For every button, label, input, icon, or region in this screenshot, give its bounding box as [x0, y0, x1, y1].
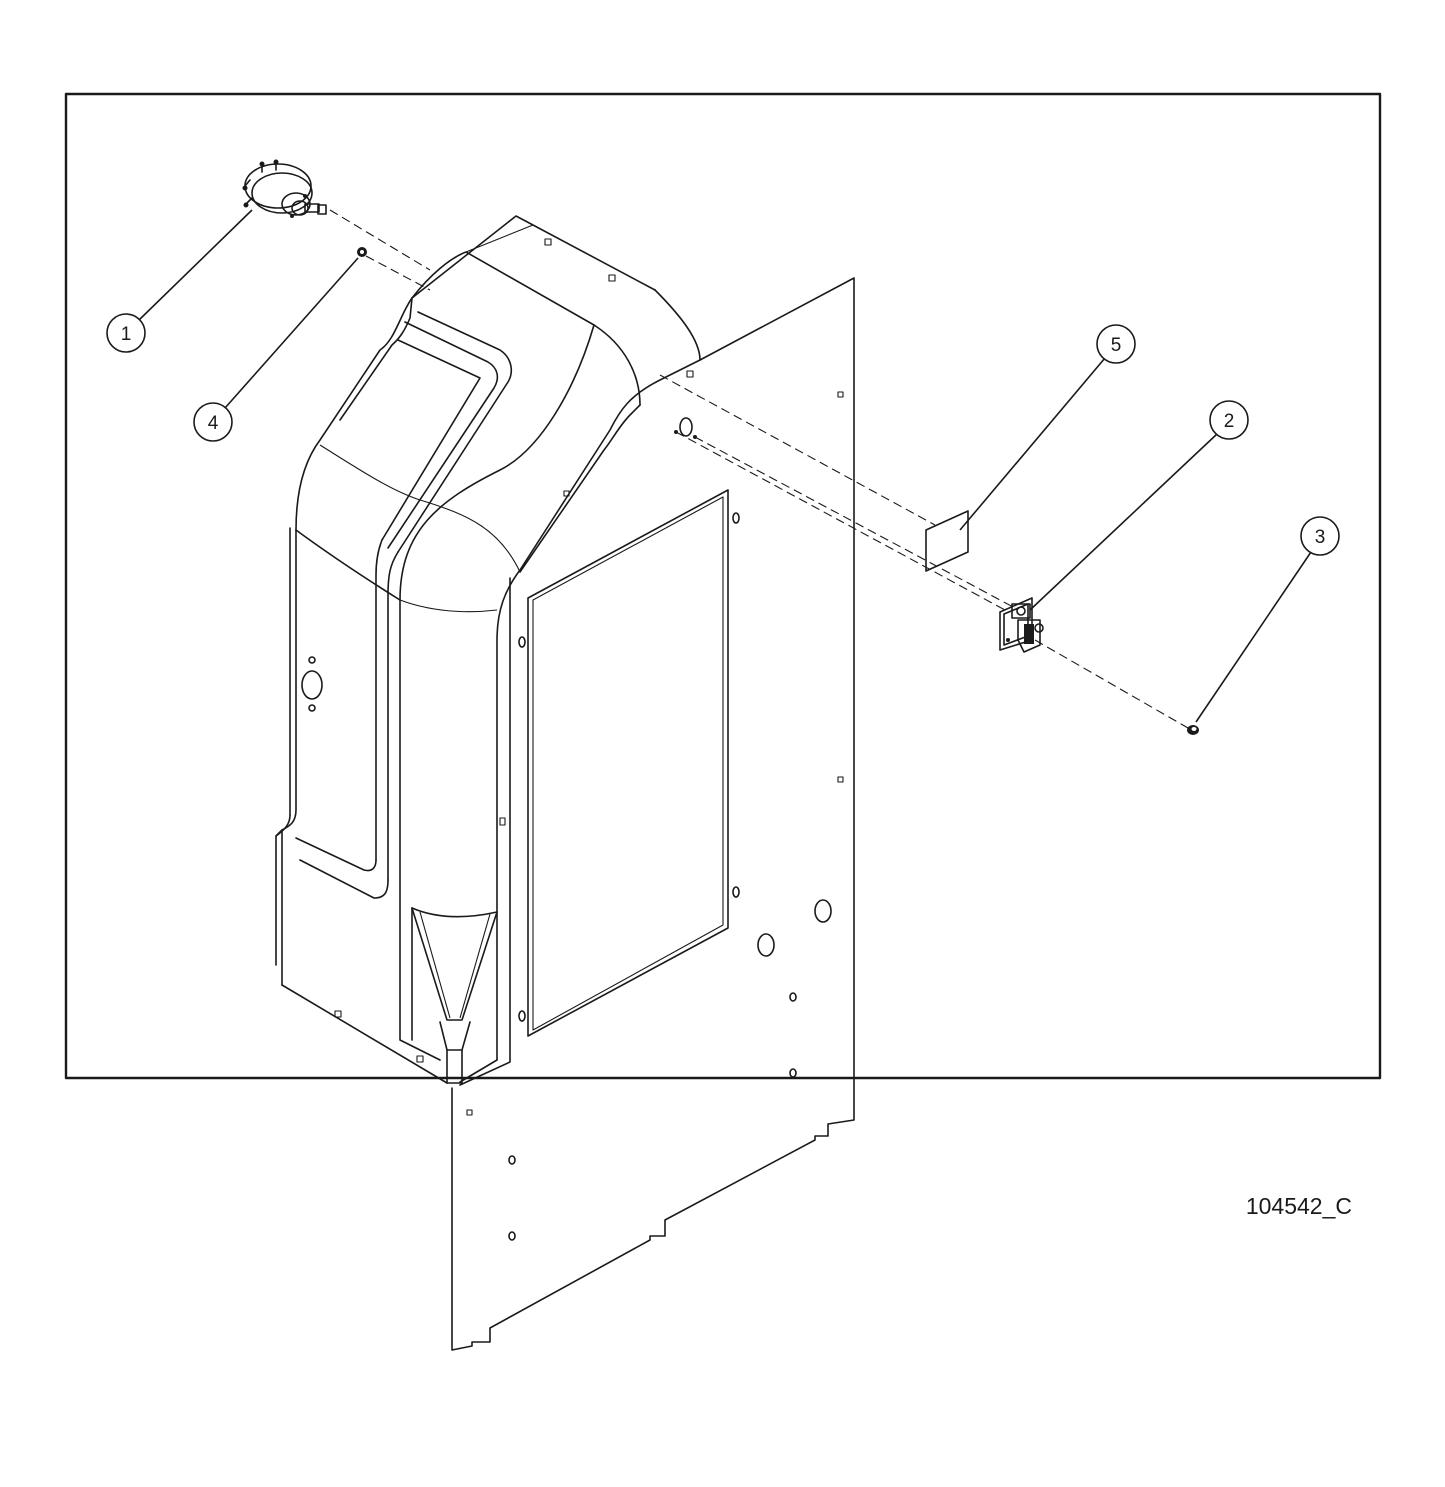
svg-text:3: 3 — [1315, 527, 1326, 548]
svg-text:2: 2 — [1224, 411, 1235, 432]
callout-4: 4 — [193, 257, 359, 442]
part-4-grommet — [357, 247, 367, 257]
part-2-bracket — [999, 597, 1044, 653]
callout-3: 3 — [1195, 516, 1340, 723]
svg-text:5: 5 — [1111, 335, 1122, 356]
callout-2: 2 — [1029, 400, 1249, 611]
back-panel — [451, 277, 855, 1351]
housing-shroud — [275, 215, 701, 1086]
assembly-lines — [329, 209, 1189, 729]
part-1-pressure-switch — [242, 159, 327, 218]
drawing-frame — [64, 92, 1382, 1080]
part-5-label — [925, 510, 969, 572]
svg-text:1: 1 — [121, 324, 132, 345]
callout-1: 1 — [106, 209, 253, 353]
part-3-screw — [1187, 725, 1199, 735]
callout-5: 5 — [959, 324, 1136, 531]
drawing-number: 104542_C — [1245, 1193, 1352, 1219]
svg-text:4: 4 — [208, 413, 219, 434]
